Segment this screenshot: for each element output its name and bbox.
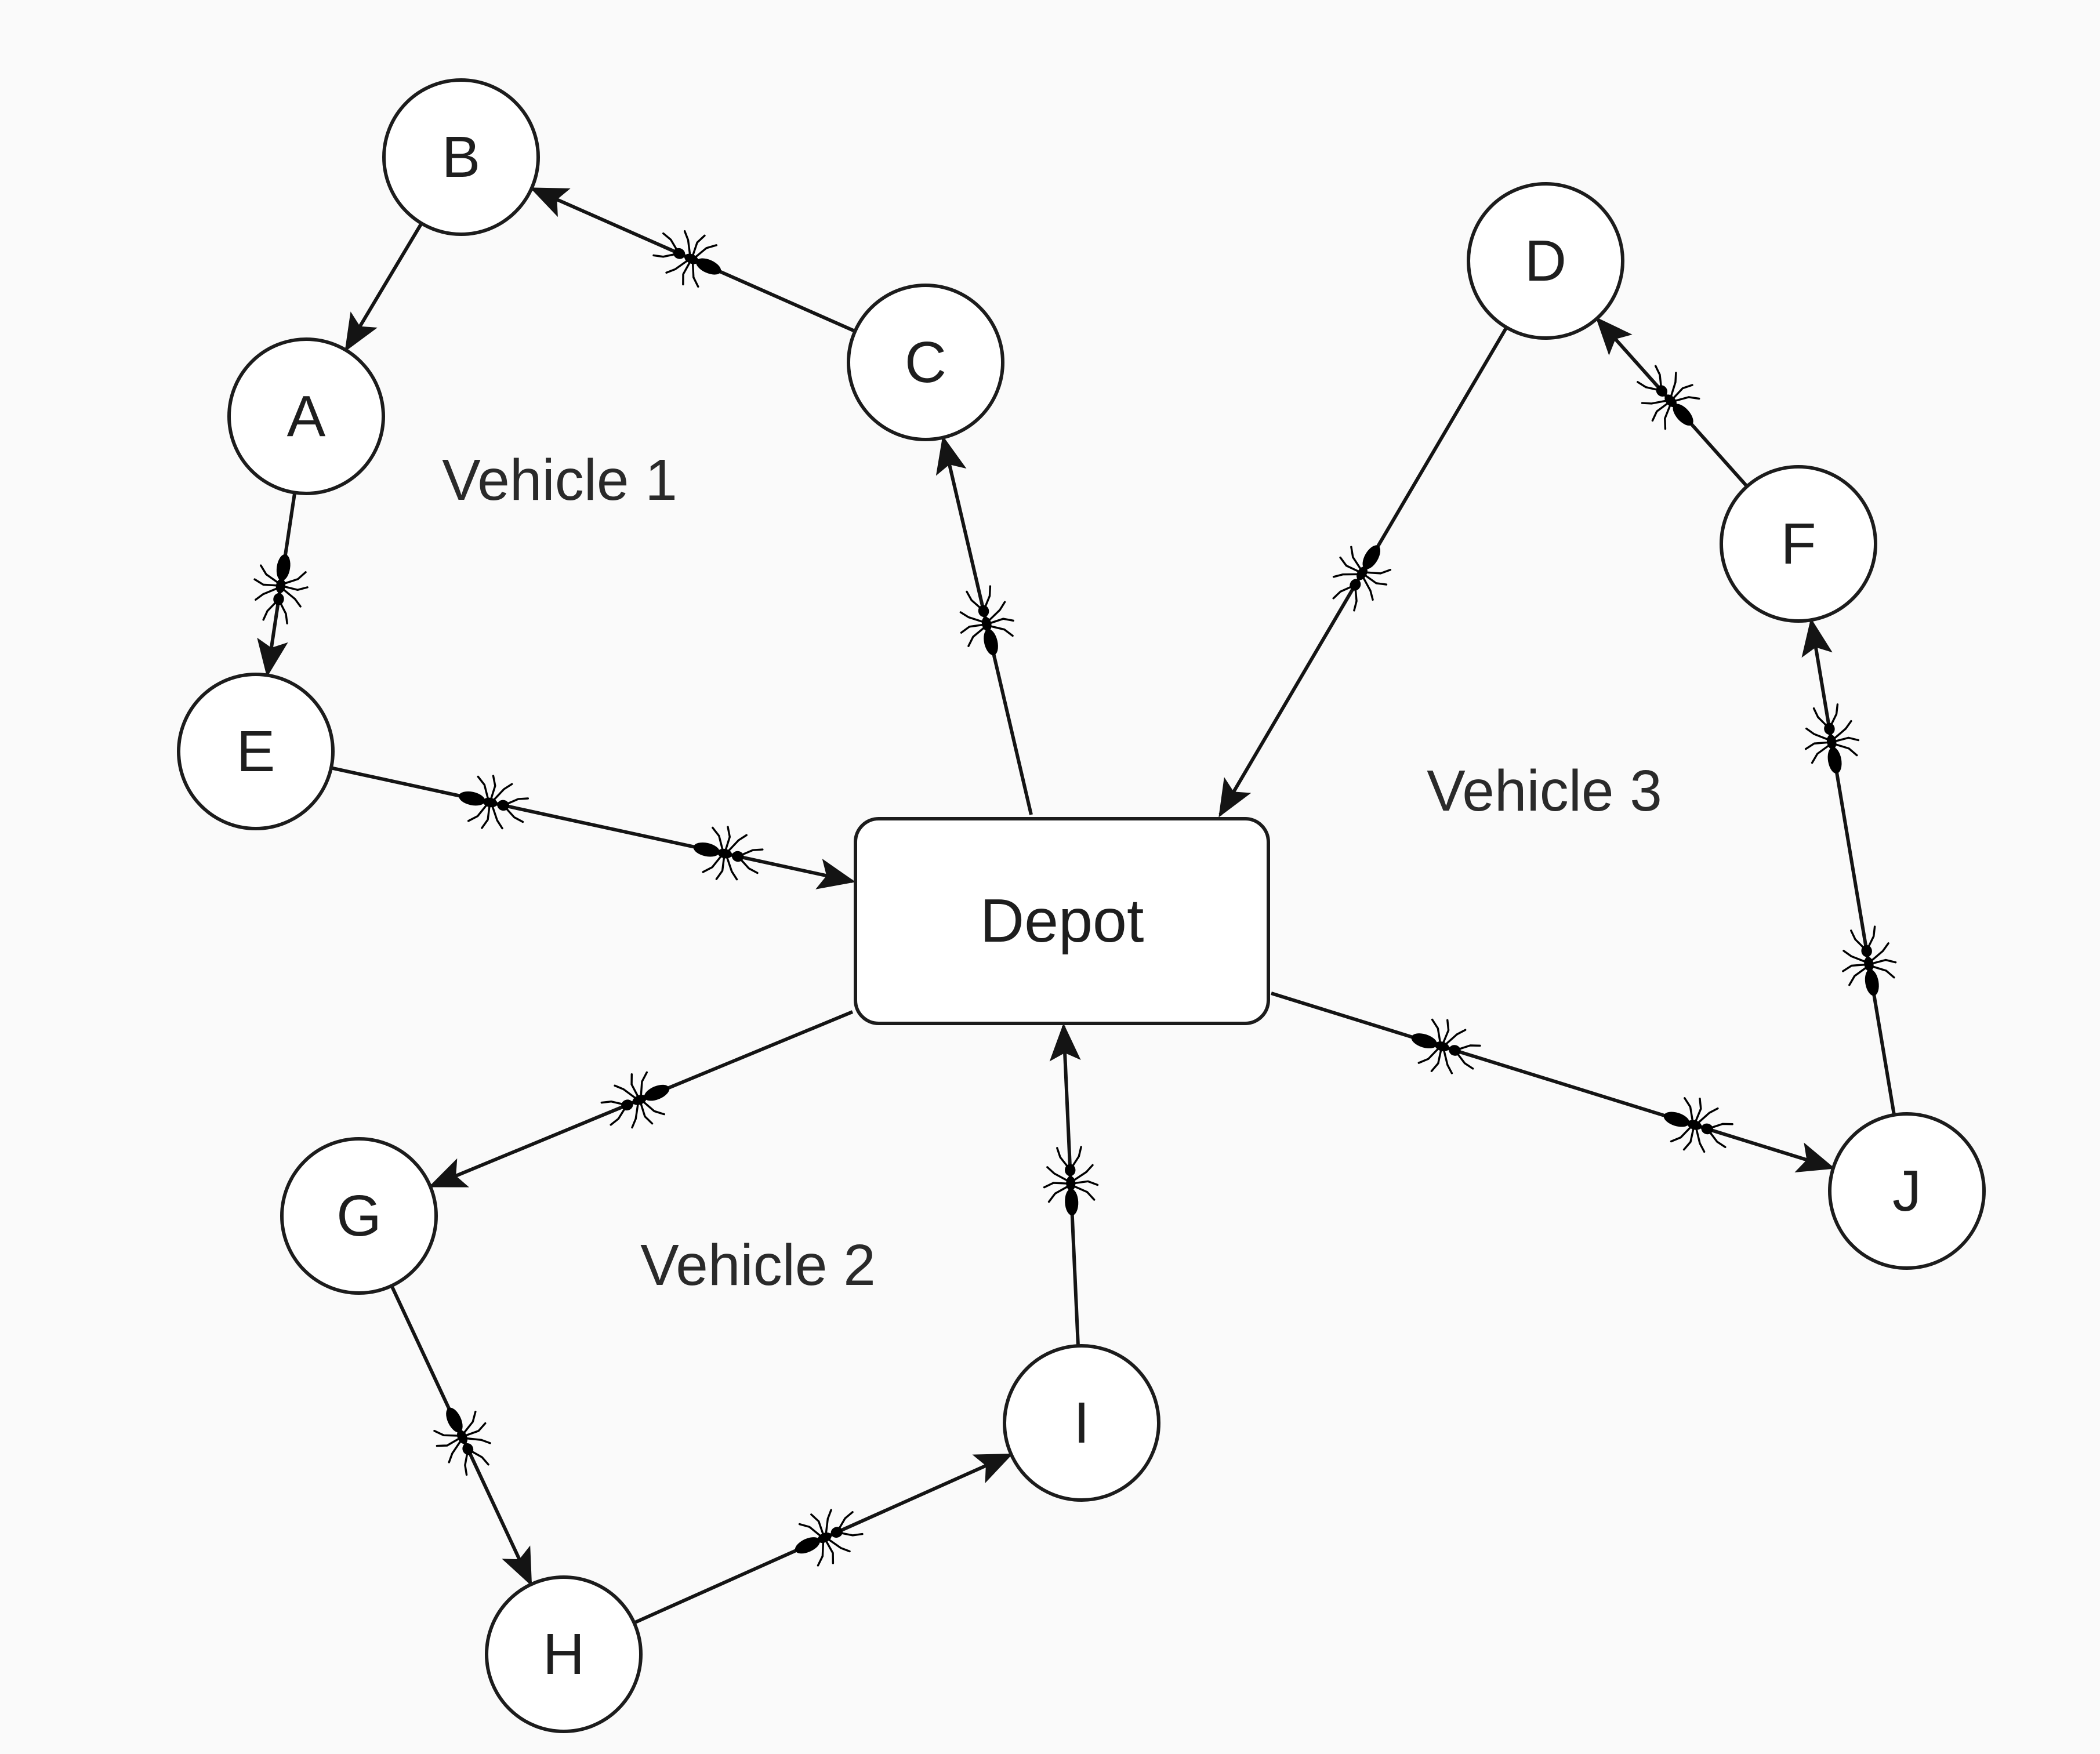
ant-icon <box>594 1062 680 1139</box>
node-J-label: J <box>1892 1159 1921 1223</box>
depot-box <box>854 817 1270 1025</box>
node-B: B <box>382 78 540 236</box>
edge-b-to-a <box>344 222 423 352</box>
node-C-label: C <box>905 330 946 395</box>
vehicle-1-label: Vehicle 1 <box>442 448 677 513</box>
node-D-label: D <box>1525 228 1566 293</box>
depot-node: Depot <box>854 817 1270 1025</box>
ant-icon <box>1319 531 1402 619</box>
ant-icon <box>1402 1010 1486 1084</box>
ant-icon <box>452 768 532 837</box>
vehicle-2-label: Vehicle 2 <box>640 1233 876 1298</box>
node-F-label: F <box>1780 511 1816 576</box>
edge-j-to-f <box>1801 618 1896 1116</box>
depot-label: Depot <box>980 887 1144 955</box>
node-D: D <box>1467 182 1624 340</box>
ant-icon <box>647 219 732 297</box>
node-G-label: G <box>336 1183 382 1248</box>
ant-icon <box>951 582 1021 663</box>
ant-icon <box>423 1396 503 1482</box>
node-H-label: H <box>543 1622 585 1687</box>
node-A-label: A <box>287 384 326 449</box>
ant-icon <box>1655 1089 1738 1163</box>
node-I-label: I <box>1073 1390 1090 1455</box>
ant-icon <box>1798 700 1865 779</box>
node-E: E <box>177 673 335 830</box>
node-H: H <box>485 1575 643 1733</box>
vehicle-3-label: Vehicle 3 <box>1427 758 1662 823</box>
ant-icon <box>783 1497 869 1577</box>
ant-icon <box>1836 923 1902 1001</box>
node-A: A <box>227 337 385 495</box>
ant-icon <box>687 819 767 888</box>
edge-depot-to-j <box>1271 992 1836 1173</box>
node-G: G <box>280 1137 438 1295</box>
node-F: F <box>1720 465 1877 623</box>
node-B-label: B <box>442 125 481 190</box>
ant-icon <box>248 549 313 627</box>
node-J: J <box>1828 1112 1986 1270</box>
node-E-label: E <box>237 719 275 784</box>
node-C: C <box>847 284 1004 441</box>
ant-icon <box>1626 355 1713 444</box>
node-I: I <box>1003 1344 1160 1502</box>
edge-e-to-depot <box>331 766 856 889</box>
